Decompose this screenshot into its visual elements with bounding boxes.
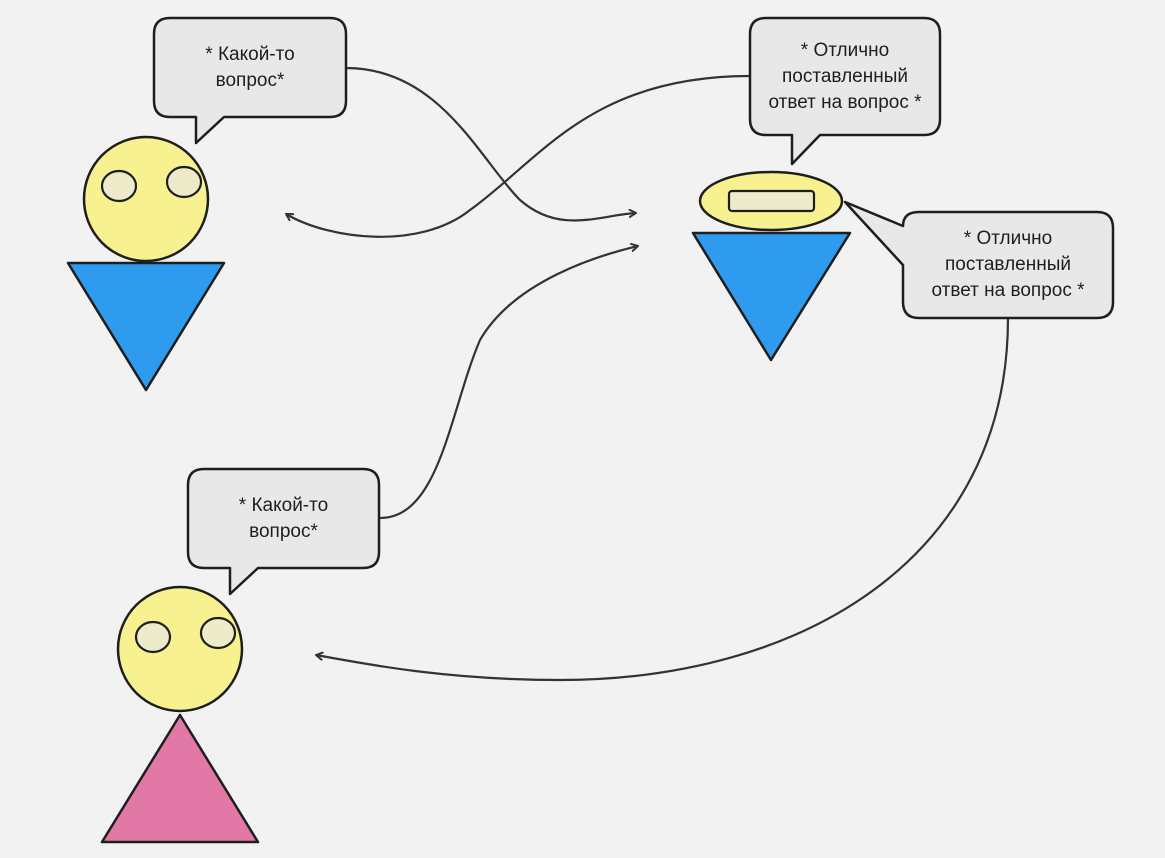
visor-icon	[727, 189, 816, 213]
right-eye-icon	[165, 165, 203, 199]
speech-bubble-question-top[interactable]	[152, 16, 348, 145]
speech-bubble-answer-top[interactable]	[748, 16, 942, 166]
right-eye-icon	[199, 616, 237, 650]
left-eye-icon	[134, 620, 172, 654]
left-eye-icon	[100, 169, 138, 203]
answer-top-text: * Отлично поставленный ответ на вопрос *	[768, 39, 922, 113]
question-bottom-text: * Какой-то вопрос*	[238, 494, 329, 542]
connector-question-bottom-to-responder[interactable]	[379, 246, 638, 520]
speech-bubble-question-bottom[interactable]	[186, 467, 381, 596]
connector-answer-top-to-person-top[interactable]	[286, 74, 751, 238]
connector-answer-right-to-person-bottom[interactable]	[316, 317, 1010, 682]
face-icon	[82, 135, 210, 263]
body-triangle-blue	[66, 261, 226, 392]
answer-right-text: * Отлично поставленный ответ на вопрос *	[931, 228, 1085, 301]
person-bottom-left	[100, 585, 260, 844]
body-triangle-blue	[691, 231, 852, 362]
question-top-text: * Какой-то вопрос*	[205, 43, 295, 91]
person-top-left	[66, 135, 226, 392]
body-triangle-pink	[100, 713, 260, 844]
speech-bubble-answer-right[interactable]	[843, 200, 1115, 320]
responder-figure	[691, 170, 852, 362]
connector-question-top-to-responder[interactable]	[345, 66, 636, 222]
face-icon	[116, 585, 244, 713]
